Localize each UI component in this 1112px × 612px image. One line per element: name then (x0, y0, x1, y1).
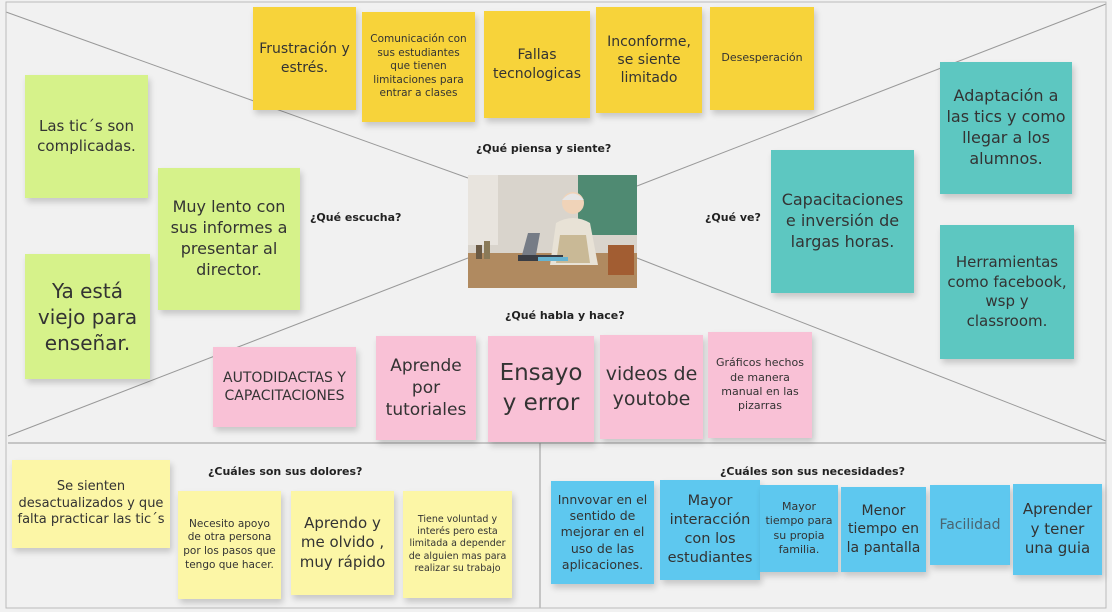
sticky-note[interactable]: Herramientas como facebook, wsp y classr… (940, 225, 1074, 359)
sticky-note[interactable]: Ya está viejo para enseñar. (25, 254, 150, 379)
sticky-note[interactable]: Mayor interacción con los estudiantes (660, 480, 760, 580)
sticky-note[interactable]: Las tic´s son complicadas. (25, 75, 148, 198)
label-habla: ¿Qué habla y hace? (505, 309, 625, 322)
label-ve: ¿Qué ve? (705, 211, 761, 224)
sticky-note[interactable]: Gráficos hechos de manera manual en las … (708, 332, 812, 438)
sticky-note[interactable]: Inconforme, se siente limitado (596, 7, 702, 113)
sticky-note[interactable]: Capacitaciones e inversión de largas hor… (771, 150, 914, 293)
sticky-note[interactable]: Aprender y tener una guia (1013, 484, 1102, 575)
label-escucha: ¿Qué escucha? (310, 211, 402, 224)
label-piensa: ¿Qué piensa y siente? (476, 142, 612, 155)
label-dolores: ¿Cuáles son sus dolores? (208, 465, 363, 478)
sticky-note[interactable]: Muy lento con sus informes a presentar a… (158, 168, 300, 310)
sticky-note[interactable]: Menor tiempo en la pantalla (841, 487, 926, 572)
sticky-note[interactable]: Adaptación a las tics y como llegar a lo… (940, 62, 1072, 194)
sticky-note[interactable]: Aprendo y me olvido , muy rápido (291, 491, 394, 595)
sticky-note[interactable]: Desesperación (710, 7, 814, 110)
sticky-note[interactable]: videos de youtobe (600, 335, 703, 439)
sticky-note[interactable]: Aprende por tutoriales (376, 336, 476, 440)
sticky-note[interactable]: Comunicación con sus estudiantes que tie… (362, 12, 475, 122)
sticky-note[interactable]: Facilidad (930, 485, 1010, 565)
sticky-note[interactable]: Fallas tecnologicas (484, 11, 590, 118)
label-necesidades: ¿Cuáles son sus necesidades? (720, 465, 905, 478)
sticky-note[interactable]: Tiene voluntad y interés pero esta limit… (403, 491, 512, 598)
teacher-photo (468, 175, 637, 288)
sticky-note[interactable]: Ensayo y error (488, 336, 594, 442)
sticky-note[interactable]: Necesito apoyo de otra persona por los p… (178, 491, 281, 599)
sticky-note[interactable]: Se sienten desactualizados y que falta p… (12, 460, 170, 548)
sticky-note[interactable]: Mayor tiempo para su propia familia. (760, 485, 838, 572)
sticky-note[interactable]: Frustración y estrés. (253, 7, 356, 110)
sticky-note[interactable]: Innvovar en el sentido de mejorar en el … (551, 481, 654, 584)
sticky-note[interactable]: AUTODIDACTAS Y CAPACITACIONES (213, 347, 356, 427)
